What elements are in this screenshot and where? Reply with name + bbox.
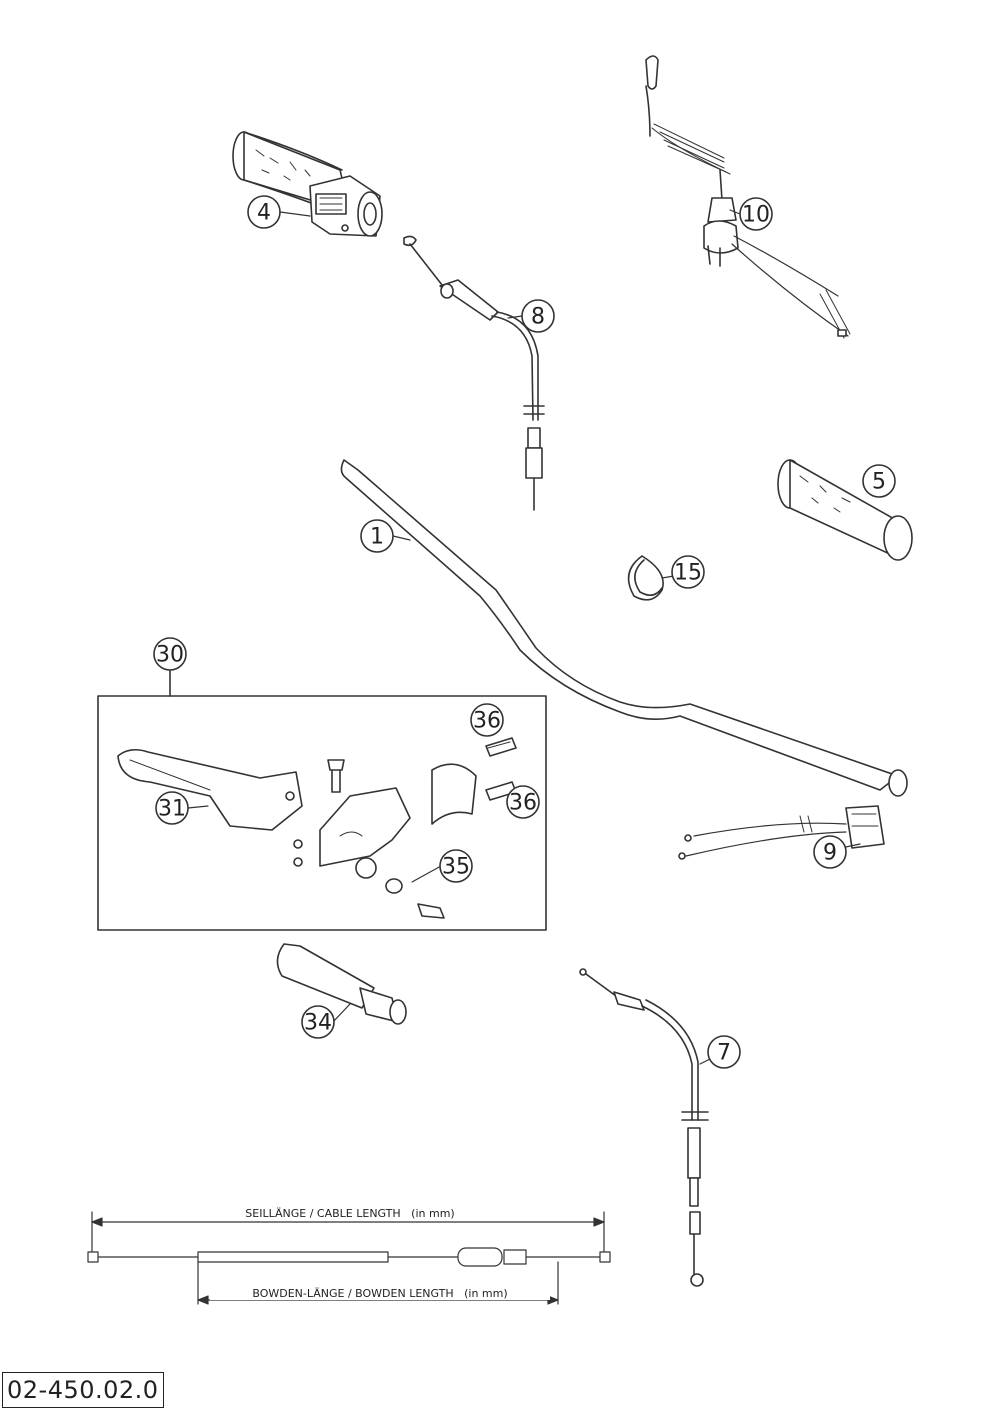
document-number: 02-450.02.0 bbox=[2, 1372, 164, 1408]
callout-circle-8 bbox=[521, 299, 555, 333]
throttle-cable-pull-part bbox=[403, 235, 545, 511]
lever-protector-part bbox=[276, 943, 407, 1025]
callout-circle-36-top bbox=[470, 703, 504, 737]
callout-label-31: 31 bbox=[158, 797, 186, 822]
clutch-housing-part bbox=[319, 787, 411, 879]
callout-circle-36-bottom bbox=[506, 785, 540, 819]
callout-circle-35 bbox=[439, 849, 473, 883]
clutch-fitting-frame bbox=[97, 695, 547, 931]
callout-label-36-top: 36 bbox=[473, 709, 501, 734]
left-grip-part bbox=[777, 459, 913, 561]
callout-circle-1 bbox=[360, 519, 394, 553]
handlebar-part bbox=[340, 459, 908, 797]
clutch-lever-part bbox=[117, 748, 303, 831]
callout-label-4: 4 bbox=[257, 201, 271, 226]
small-nut-parts bbox=[293, 839, 303, 867]
callout-label-36-bottom: 36 bbox=[509, 791, 537, 816]
kill-switch-part bbox=[678, 805, 885, 860]
throttle-cable-return-part bbox=[579, 968, 709, 1287]
callout-label-8: 8 bbox=[531, 305, 545, 330]
callout-label-30: 30 bbox=[156, 643, 184, 668]
callout-circle-30 bbox=[153, 637, 187, 671]
callout-circle-7 bbox=[707, 1035, 741, 1069]
callout-label-10: 10 bbox=[742, 203, 770, 228]
dimension-labels: SEILLÄNGE / CABLE LENGTH (in mm) BOWDEN-… bbox=[210, 1206, 550, 1300]
callout-circle-5 bbox=[862, 464, 896, 498]
callout-circles bbox=[153, 195, 896, 1069]
leader-lines bbox=[187, 209, 861, 1065]
cable-length-label: SEILLÄNGE / CABLE LENGTH (in mm) bbox=[245, 1207, 454, 1220]
callout-circle-31 bbox=[155, 791, 189, 825]
bolt-36-top-part bbox=[485, 737, 517, 757]
callout-label-7: 7 bbox=[717, 1041, 731, 1066]
callout-circle-34 bbox=[301, 1005, 335, 1039]
callout-label-9: 9 bbox=[823, 841, 837, 866]
callout-circle-10 bbox=[739, 197, 773, 231]
cable-tie-part bbox=[627, 555, 664, 601]
callout-label-1: 1 bbox=[370, 525, 384, 550]
washer-and-screw-35-part bbox=[385, 878, 445, 919]
callout-circle-15 bbox=[671, 555, 705, 589]
callout-circle-4 bbox=[247, 195, 281, 229]
emergency-stop-switch-part bbox=[645, 55, 851, 339]
callout-label-34: 34 bbox=[304, 1011, 332, 1036]
bowden-length-label: BOWDEN-LÄNGE / BOWDEN LENGTH (in mm) bbox=[252, 1287, 507, 1300]
callout-labels: 4 10 8 1 5 15 30 36 36 31 35 9 34 7 bbox=[156, 201, 886, 1066]
callout-label-35: 35 bbox=[442, 855, 470, 880]
clutch-pivot-bolt-part bbox=[327, 759, 345, 793]
throttle-grip-part bbox=[232, 131, 383, 237]
clamp-half-part bbox=[431, 763, 477, 825]
callout-label-5: 5 bbox=[872, 470, 886, 495]
callout-circle-9 bbox=[813, 835, 847, 869]
callout-label-15: 15 bbox=[674, 561, 702, 586]
